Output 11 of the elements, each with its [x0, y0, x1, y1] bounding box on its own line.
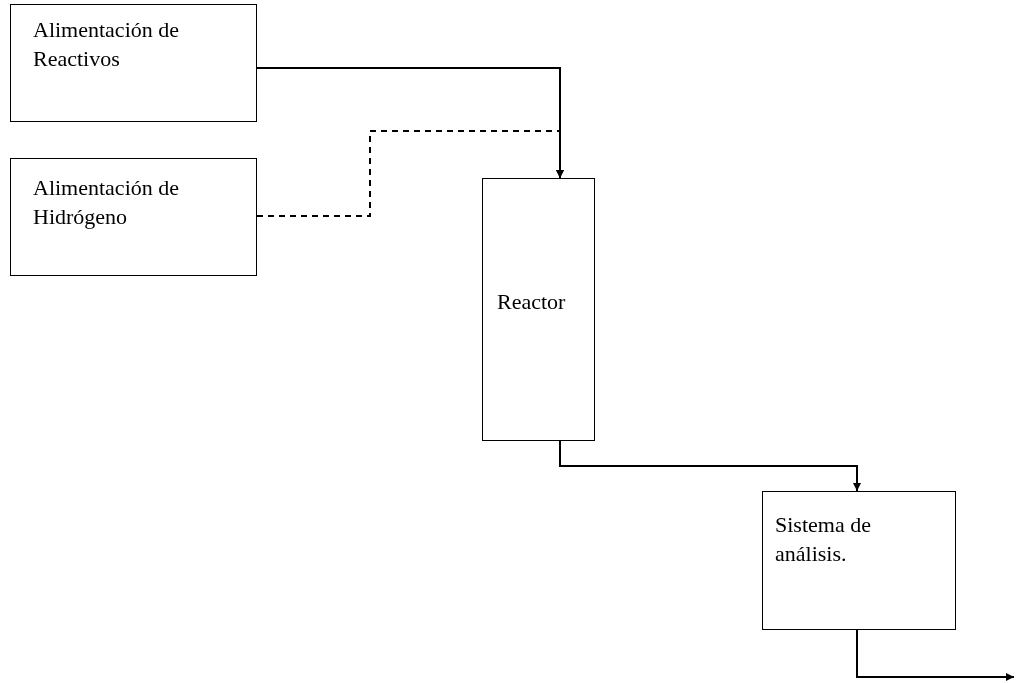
dashed-arrow — [256, 130, 564, 217]
process-box — [10, 158, 257, 276]
box-label: Alimentación de Hidrógeno — [33, 174, 180, 231]
box-label: Sistema de análisis. — [775, 511, 872, 568]
process-box — [482, 178, 595, 441]
box-label: Reactor — [497, 288, 567, 316]
process-box — [762, 491, 956, 630]
arrow — [856, 629, 1015, 681]
arrow — [559, 440, 861, 492]
box-label: Alimentación de Reactivos — [33, 16, 180, 73]
process-box — [10, 4, 257, 122]
